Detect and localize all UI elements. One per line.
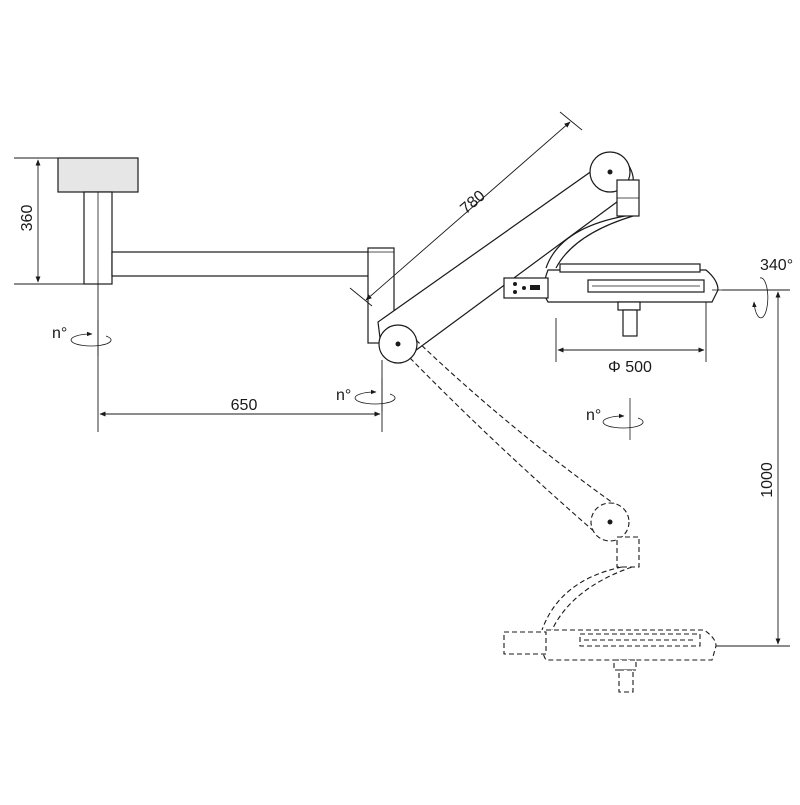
dimension-vertical-travel (716, 289, 790, 647)
tilt-icon-head (732, 277, 780, 319)
head-tilt-label: 340° (760, 257, 793, 274)
mount-rotation-label: n° (52, 325, 67, 342)
light-head (503, 263, 722, 337)
ceiling-mount (57, 157, 139, 285)
horizontal-arm (111, 247, 395, 344)
head-rotation-label: n° (586, 407, 601, 424)
dimension-mount-height (14, 157, 108, 285)
joint-rotation-label: n° (336, 387, 351, 404)
dimension-arm-length-2 (349, 111, 583, 307)
vertical-travel-label: 1000 (759, 462, 776, 498)
rotation-icon-mount (70, 320, 112, 356)
rotation-icon-joint (354, 378, 396, 412)
lowered-position (409, 339, 717, 693)
spring-arm (377, 151, 640, 364)
mount-height-label: 360 (19, 205, 36, 232)
rotation-icon-head (602, 398, 644, 440)
arm-length-1-label: 650 (231, 397, 258, 414)
arm-length-2-label: 780 (457, 187, 488, 217)
head-diameter-label: Φ 500 (608, 359, 652, 376)
dimension-head-diameter (555, 302, 707, 362)
